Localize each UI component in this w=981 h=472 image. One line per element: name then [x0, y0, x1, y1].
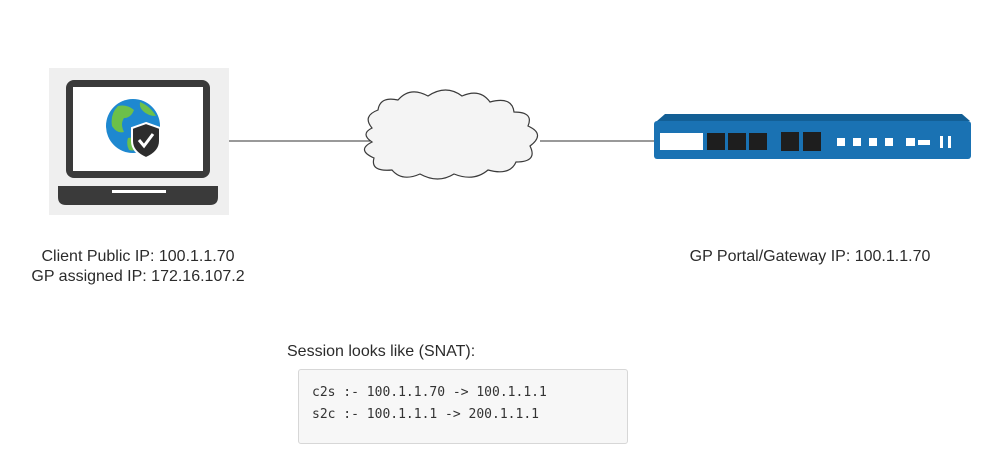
session-c2s-line: c2s :- 100.1.1.70 -> 100.1.1.1 [312, 385, 547, 400]
client-public-ip-label: Client Public IP: 100.1.1.70 [41, 248, 235, 265]
session-code-block: c2s :- 100.1.1.70 -> 100.1.1.1 s2c :- 10… [298, 369, 628, 444]
cloud-icon [363, 89, 539, 180]
laptop-with-globe-shield-icon [49, 68, 229, 215]
client-assigned-ip-label: GP assigned IP: 172.16.107.2 [31, 268, 245, 285]
session-title: Session looks like (SNAT): [287, 343, 476, 360]
session-s2c-line: s2c :- 100.1.1.1 -> 200.1.1.1 [312, 407, 539, 422]
gateway-ip-label: GP Portal/Gateway IP: 100.1.1.70 [689, 248, 931, 265]
client-labels: Client Public IP: 100.1.1.70 GP assigned… [0, 247, 276, 287]
firewall-appliance-icon [654, 114, 971, 159]
